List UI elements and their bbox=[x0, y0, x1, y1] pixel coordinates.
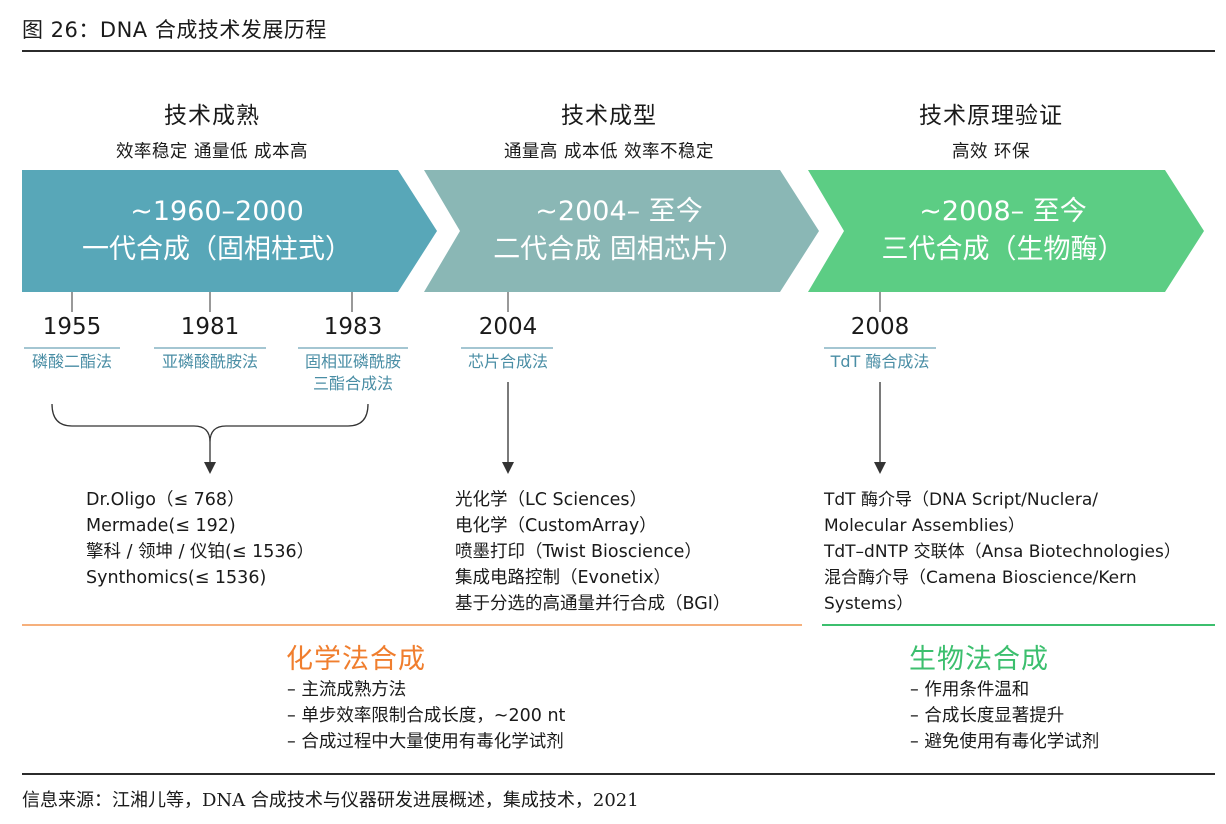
source-note: 信息来源：江湘儿等，DNA 合成技术与仪器研发进展概述，集成技术，2021 bbox=[22, 790, 639, 811]
milestone-method: 磷酸二酯法 bbox=[31, 352, 112, 371]
arrow-gen1 bbox=[22, 170, 437, 292]
list-item: 擎科 / 领坤 / 仪铂(≤ 1536） bbox=[86, 542, 315, 562]
chemical-category-title: 化学法合成 bbox=[286, 644, 426, 675]
arrow-gen1-period: ~1960–2000 bbox=[130, 196, 304, 227]
phase-header-3: 技术原理验证 高效 环保 bbox=[801, 96, 1181, 163]
milestone-method: 亚磷酸酰胺法 bbox=[161, 352, 258, 371]
arrowhead-gen1 bbox=[204, 462, 216, 474]
list-item: TdT–dNTP 交联体（Ansa Biotechnologies） bbox=[824, 542, 1181, 562]
arrow-gen3-label: ~2008– 至今 三代合成（生物酶） bbox=[808, 193, 1198, 269]
bottom-rule bbox=[22, 773, 1215, 775]
milestone-method: 固相亚磷酰胺 三酯合成法 bbox=[273, 351, 433, 395]
biological-category-title: 生物法合成 bbox=[909, 644, 1049, 675]
list-item: 光化学（LC Sciences） bbox=[455, 490, 647, 510]
list-item: Systems） bbox=[824, 594, 914, 614]
milestone-method: 芯片合成法 bbox=[467, 352, 548, 371]
list-item: 基于分选的高通量并行合成（BGI） bbox=[455, 594, 731, 614]
bullet-item: – 合成过程中大量使用有毒化学试剂 bbox=[287, 732, 564, 752]
top-rule bbox=[22, 50, 1215, 52]
phase-subtitle: 通量高 成本低 效率不稳定 bbox=[503, 142, 715, 162]
phase-title: 技术原理验证 bbox=[919, 103, 1063, 129]
biological-points: – 作用条件温和 – 合成长度显著提升 – 避免使用有毒化学试剂 bbox=[910, 677, 1099, 755]
phase-title: 技术成熟 bbox=[164, 103, 260, 129]
arrow-gen3 bbox=[808, 170, 1204, 292]
milestone-year: 1983 bbox=[323, 314, 383, 340]
phase-subtitle: 高效 环保 bbox=[951, 142, 1031, 162]
arrowhead-gen2 bbox=[502, 462, 514, 474]
milestone-method: TdT 酶合成法 bbox=[830, 352, 930, 371]
list-item: Molecular Assemblies） bbox=[824, 516, 1025, 536]
list-item: Synthomics(≤ 1536) bbox=[86, 568, 267, 588]
arrow-gen3-title: 三代合成（生物酶） bbox=[881, 234, 1125, 265]
arrow-gen2-title: 二代合成 固相芯片） bbox=[493, 234, 745, 265]
method-line: 固相亚磷酰胺 bbox=[304, 352, 401, 371]
list-item: Mermade(≤ 192) bbox=[86, 516, 236, 536]
arrow-gen1-title: 一代合成（固相柱式） bbox=[82, 234, 352, 265]
arrowhead-gen3 bbox=[874, 462, 886, 474]
list-item: Dr.Oligo（≤ 768） bbox=[86, 490, 245, 510]
gen3-examples: TdT 酶介导（DNA Script/Nuclera/ Molecular As… bbox=[824, 487, 1181, 617]
bullet-item: – 单步效率限制合成长度，~200 nt bbox=[287, 706, 566, 726]
phase-title: 技术成型 bbox=[561, 103, 657, 129]
phase-subtitle: 效率稳定 通量低 成本高 bbox=[115, 142, 309, 162]
bullet-item: – 合成长度显著提升 bbox=[910, 706, 1065, 726]
figure-title: 图 26：DNA 合成技术发展历程 bbox=[22, 18, 327, 42]
arrow-gen2-label: ~2004– 至今 二代合成 固相芯片） bbox=[424, 193, 814, 269]
list-item: 电化学（CustomArray） bbox=[455, 516, 657, 536]
milestone-year: 1981 bbox=[180, 314, 240, 340]
arrow-gen3-period: ~2008– 至今 bbox=[919, 196, 1087, 227]
brace-gen1 bbox=[51, 403, 369, 443]
milestone-year: 1955 bbox=[42, 314, 102, 340]
arrow-gen2 bbox=[424, 170, 819, 292]
arrow-gen2-period: ~2004– 至今 bbox=[535, 196, 703, 227]
list-item: 混合酶介导（Camena Bioscience/Kern bbox=[824, 568, 1137, 588]
phase-header-1: 技术成熟 效率稳定 通量低 成本高 bbox=[22, 96, 402, 163]
bullet-item: – 主流成熟方法 bbox=[287, 680, 407, 700]
list-item: TdT 酶介导（DNA Script/Nuclera/ bbox=[824, 490, 1098, 510]
milestone-year: 2004 bbox=[478, 314, 538, 340]
bullet-item: – 作用条件温和 bbox=[910, 680, 1030, 700]
method-line: 三酯合成法 bbox=[312, 374, 393, 393]
arrow-gen1-label: ~1960–2000 一代合成（固相柱式） bbox=[22, 193, 412, 269]
chemical-points: – 主流成熟方法 – 单步效率限制合成长度，~200 nt – 合成过程中大量使… bbox=[287, 677, 565, 755]
phase-header-2: 技术成型 通量高 成本低 效率不稳定 bbox=[419, 96, 799, 163]
milestone-year: 2008 bbox=[850, 314, 910, 340]
gen1-examples: Dr.Oligo（≤ 768） Mermade(≤ 192) 擎科 / 领坤 /… bbox=[86, 487, 314, 591]
list-item: 集成电路控制（Evonetix） bbox=[455, 568, 672, 588]
gen2-examples: 光化学（LC Sciences） 电化学（CustomArray） 喷墨打印（T… bbox=[455, 487, 730, 617]
list-item: 喷墨打印（Twist Bioscience） bbox=[455, 542, 702, 562]
bullet-item: – 避免使用有毒化学试剂 bbox=[910, 732, 1100, 752]
